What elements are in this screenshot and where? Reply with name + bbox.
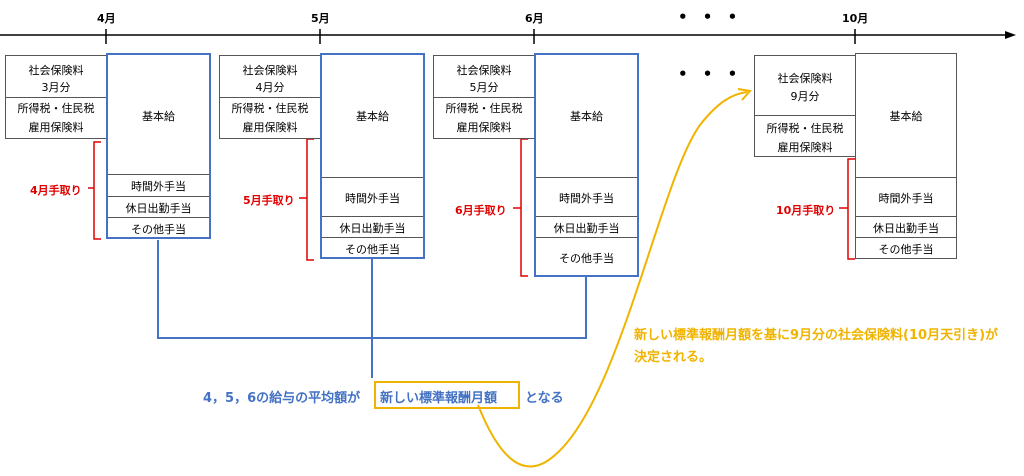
salary-box-oct	[855, 53, 957, 259]
month-label-apr: 4月	[97, 12, 116, 25]
insurance-label-oct: 社会保険料	[777, 72, 833, 85]
holiday-may: 休日出勤手当	[339, 222, 406, 235]
insurance-month-oct: 9月分	[790, 90, 820, 103]
other-apr: その他手当	[131, 223, 186, 236]
overtime-apr: 時間外手当	[131, 180, 186, 193]
net-pay-label-apr: 4月手取り	[30, 184, 82, 197]
overtime-may: 時間外手当	[345, 192, 400, 205]
holiday-oct: 休日出勤手当	[873, 222, 939, 235]
bracket-may	[306, 138, 314, 261]
other-oct: その他手当	[878, 243, 934, 256]
month-label-oct: 10月	[842, 12, 869, 25]
tax-label-apr: 所得税・住民税	[17, 102, 95, 115]
tax-label-oct: 所得税・住民税	[766, 122, 844, 135]
insurance-label-may: 社会保険料	[242, 64, 298, 77]
net-pay-label-oct: 10月手取り	[776, 204, 836, 217]
base-pay-oct: 基本給	[889, 110, 923, 123]
average-caption-suffix: となる	[525, 391, 564, 406]
employment-label-jun: 雇用保険料	[456, 121, 512, 134]
holiday-apr: 休日出勤手当	[125, 202, 192, 215]
overtime-jun: 時間外手当	[559, 192, 614, 205]
average-caption-highlight: 新しい標準報酬月額	[380, 391, 498, 406]
base-pay-may: 基本給	[356, 110, 389, 123]
overtime-oct: 時間外手当	[878, 192, 934, 205]
employment-label-oct: 雇用保険料	[777, 141, 833, 154]
average-caption-prefix: 4，5，6の給与の平均額が	[203, 391, 361, 406]
month-label-jun: 6月	[525, 12, 544, 25]
tax-label-jun: 所得税・住民税	[445, 102, 523, 115]
insurance-month-may: 4月分	[255, 81, 285, 94]
employment-label-apr: 雇用保険料	[28, 121, 84, 134]
other-may: その他手当	[345, 243, 400, 256]
salary-box-apr	[106, 53, 211, 239]
tax-label-may: 所得税・住民税	[231, 102, 309, 115]
month-label-may: 5月	[311, 12, 330, 25]
ellipsis-mid: • • •	[678, 65, 743, 83]
net-pay-label-may: 5月手取り	[243, 194, 295, 207]
bracket-jun	[520, 138, 528, 277]
net-pay-label-jun: 6月手取り	[455, 204, 507, 217]
ellipsis-top: • • •	[678, 8, 743, 26]
timeline-arrowhead	[1005, 31, 1016, 39]
employment-label-may: 雇用保険料	[242, 121, 298, 134]
decision-note: 新しい標準報酬月額を基に9月分の社会保険料(10月天引き)が決定される。	[634, 328, 999, 365]
insurance-label-jun: 社会保険料	[456, 64, 512, 77]
salary-box-may	[320, 53, 425, 259]
insurance-month-jun: 5月分	[469, 81, 499, 94]
salary-box-jun	[534, 53, 639, 277]
highlight-box	[374, 381, 520, 409]
insurance-label-apr: 社会保険料	[28, 64, 84, 77]
decision-arrowhead	[737, 88, 752, 101]
bracket-apr	[93, 141, 101, 240]
holiday-jun: 休日出勤手当	[553, 222, 620, 235]
base-pay-jun: 基本給	[570, 110, 603, 123]
other-jun: その他手当	[559, 252, 614, 265]
insurance-month-apr: 3月分	[41, 81, 71, 94]
bracket-oct	[847, 158, 855, 260]
decision-curve	[477, 91, 748, 468]
base-pay-apr: 基本給	[142, 110, 175, 123]
